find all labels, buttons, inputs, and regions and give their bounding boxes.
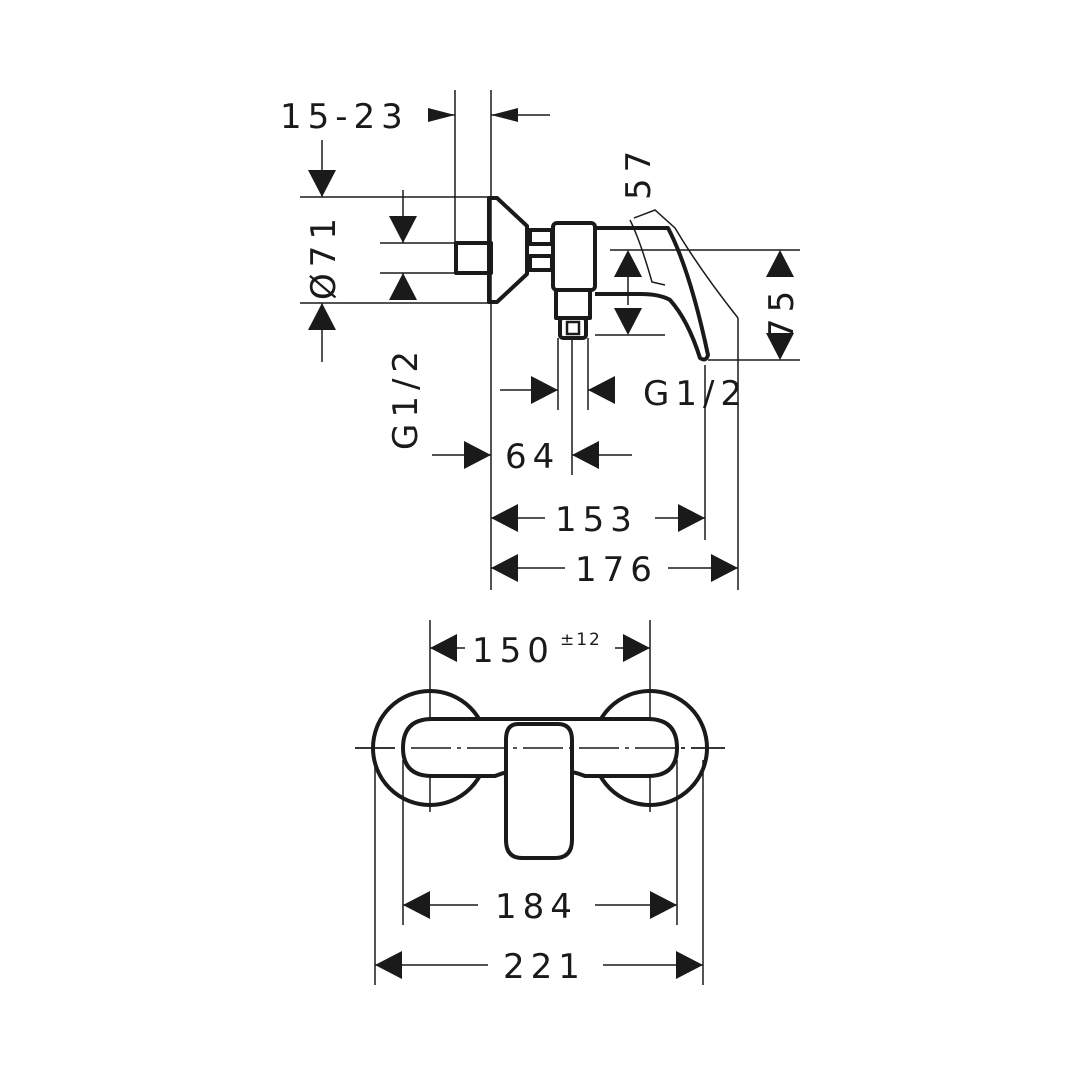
dim-inlet-thread: G1/2 bbox=[386, 345, 426, 450]
dim-total-depth: 176 bbox=[575, 550, 658, 590]
handle-alt-position bbox=[633, 209, 739, 319]
inlet-nipple bbox=[454, 241, 493, 275]
dim-outlet-offset: 64 bbox=[505, 437, 560, 477]
dim-escutcheon-diameter: Ø71 bbox=[304, 212, 344, 300]
dim-total-width: 221 bbox=[503, 947, 586, 987]
handle bbox=[595, 226, 710, 362]
front-handle bbox=[504, 722, 574, 860]
dim-center-tolerance: ±12 bbox=[560, 630, 602, 650]
dim-handle-reach: 153 bbox=[555, 500, 638, 540]
front-view: 150 ±12 184 221 bbox=[355, 620, 725, 987]
side-view: 15-23 Ø71 G1/2 57 75 G1/2 64 bbox=[280, 90, 802, 590]
outlet-nut bbox=[558, 316, 588, 340]
dim-outlet-thread: G1/2 bbox=[643, 374, 748, 414]
valve-body bbox=[551, 221, 597, 292]
escutcheon bbox=[487, 196, 529, 304]
dim-handle-height: 75 bbox=[762, 285, 802, 340]
dim-inner-width: 184 bbox=[495, 887, 578, 927]
dim-wall-depth: 15-23 bbox=[280, 97, 409, 137]
dim-handle-rise: 57 bbox=[619, 145, 659, 200]
dim-center-distance: 150 bbox=[472, 631, 555, 671]
